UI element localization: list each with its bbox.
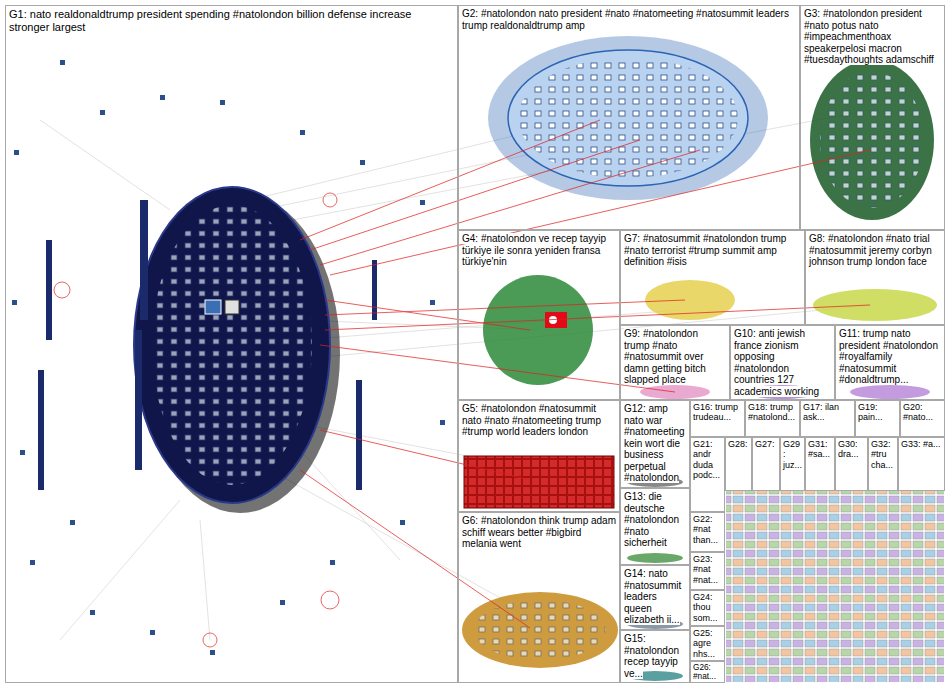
group-label: G10: anti jewish france zionism opposing… [734, 328, 819, 397]
group-label: G3: #natolondon president #nato potus na… [804, 8, 934, 65]
group-panel: G14: nato #natosummit leaders queen eliz… [620, 565, 690, 630]
group-label: G31: #sa... [808, 439, 830, 459]
group-panel: G26: #nat... [690, 661, 725, 683]
group-panel: G25: agre nhs... [690, 626, 725, 661]
group-panel: G12: amp nato war #natomeeting kein wort… [620, 400, 690, 488]
group-panel: G7: #natosummit #natolondon trump #nato … [620, 230, 805, 325]
group-label: G7: #natosummit #natolondon trump #nato … [624, 233, 786, 267]
group-panel: G18: trump #natolond... [745, 400, 800, 437]
group-label: G11: trump nato president #natolondon #r… [839, 328, 938, 385]
group-label: G12: amp nato war #natomeeting kein wort… [624, 403, 685, 483]
group-panel: G16: trump trudeau... [690, 400, 745, 437]
group-label: G16: trump trudeau... [693, 402, 738, 422]
group-label: G22: #nat than... [693, 514, 718, 545]
group-panel: G32: #tru cha... [868, 437, 898, 491]
group-panel: G8: #natolondon #nato trial #natosummit … [805, 230, 945, 325]
group-label: G4: #natolondon ve recep tayyip türkiye … [462, 233, 606, 267]
group-panel: G29: juz... [780, 437, 805, 491]
group-panel: G9: #natolondon trump #nato #natosummit … [620, 325, 730, 400]
group-panel: G1: nato realdonaldtrump president spend… [5, 5, 458, 683]
group-panel: G10: anti jewish france zionism opposing… [730, 325, 835, 400]
group-panel: G3: #natolondon president #nato potus na… [800, 5, 945, 230]
group-panel: G17: ilan ask... [800, 400, 855, 437]
group-panel: G24: thou som... [690, 590, 725, 626]
group-label: G29: juz... [783, 439, 802, 470]
group-label: G6: #natolondon think trump adam schiff … [462, 515, 616, 549]
group-panel: G19: pain... [855, 400, 900, 437]
group-panel: G6: #natolondon think trump adam schiff … [458, 512, 620, 683]
group-label: G19: pain... [858, 402, 883, 422]
group-panel: G20: #nato... [900, 400, 945, 437]
group-label: G32: #tru cha... [871, 439, 893, 470]
group-label: G2: #natolondon nato president #nato #na… [462, 8, 789, 31]
group-panel: G28: [725, 437, 752, 491]
group-panel: G30: dra... [835, 437, 868, 491]
group-panel: G15: #natolondon recep tayyip ve... [620, 630, 690, 683]
group-label: G30: dra... [838, 439, 859, 459]
group-label: G28: [728, 439, 748, 449]
group-panel: G22: #nat than... [690, 512, 725, 552]
group-label: G9: #natolondon trump #nato #natosummit … [624, 328, 706, 385]
group-panel: G27: [752, 437, 780, 491]
group-panel: G21: andr duda podc... [690, 437, 725, 512]
group-label: G15: #natolondon recep tayyip ve... [624, 633, 679, 679]
group-label: G20: #nato... [903, 402, 933, 422]
group-label: G33: #a... [901, 439, 941, 449]
group-label: G1: nato realdonaldtrump president spend… [9, 8, 411, 33]
group-panel: G11: trump nato president #natolondon #r… [835, 325, 945, 400]
group-label: G27: [755, 439, 775, 449]
group-label: G18: trump #natolond... [748, 402, 795, 422]
group-label: G14: nato #natosummit leaders queen eliz… [624, 568, 681, 625]
group-label: G5: #natolondon #natosummit nato #nato #… [462, 403, 601, 437]
group-panel: G33: #a... [898, 437, 945, 491]
group-label: G25: agre nhs... [693, 628, 715, 659]
group-label: G17: ilan ask... [803, 402, 839, 422]
group-panel: G31: #sa... [805, 437, 835, 491]
group-panel: G2: #natolondon nato president #nato #na… [458, 5, 800, 230]
group-label: G24: thou som... [693, 592, 718, 623]
group-panel: G23: #nat #nat... [690, 552, 725, 590]
group-label: G21: andr duda podc... [693, 439, 720, 480]
group-label: G23: #nat #nat... [693, 554, 718, 585]
group-label: G26: #nat... [693, 663, 716, 681]
group-label: G13: die deutsche #natolondon #nato sich… [624, 491, 679, 548]
group-panel: G13: die deutsche #natolondon #nato sich… [620, 488, 690, 565]
group-panel: G4: #natolondon ve recep tayyip türkiye … [458, 230, 620, 400]
group-label: G8: #natolondon #nato trial #natosummit … [809, 233, 932, 267]
group-panel: G5: #natolondon #natosummit nato #nato #… [458, 400, 620, 512]
